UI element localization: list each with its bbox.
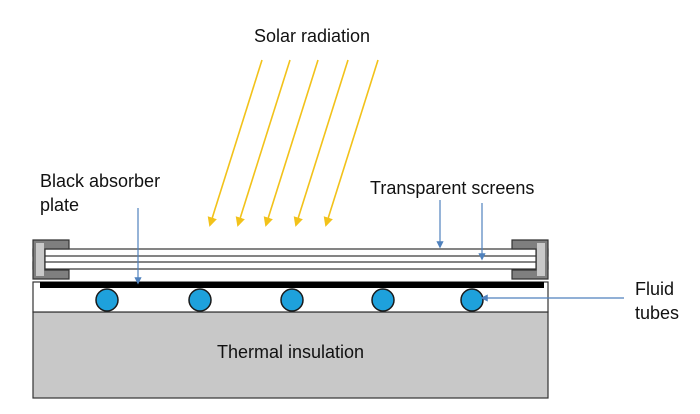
solar-ray — [263, 59, 319, 227]
fluid-tube — [95, 288, 119, 312]
black-absorber-plate — [40, 282, 544, 288]
black-absorber-label-line2: plate — [40, 195, 80, 215]
black-absorber-label-line1: Black absorber — [40, 171, 161, 191]
fluid-tube — [460, 288, 484, 312]
frame-left — [32, 239, 70, 280]
glass-screen-top — [32, 248, 549, 257]
fluid-tubes-label-line2: tubes — [635, 303, 680, 323]
fluid-tube — [280, 288, 304, 312]
solar-rays — [207, 59, 379, 227]
thermal-insulation-block — [32, 311, 549, 399]
solar-ray — [207, 59, 263, 227]
solar-ray — [323, 59, 379, 227]
fluid-tubes — [95, 288, 484, 312]
solar-ray — [293, 59, 349, 227]
solar-radiation-label: Solar radiation — [254, 26, 371, 46]
thermal-insulation-label: Thermal insulation — [217, 342, 365, 362]
glass-screen-bottom — [32, 261, 549, 270]
fluid-tube — [371, 288, 395, 312]
solar-ray — [235, 59, 291, 227]
fluid-tube — [188, 288, 212, 312]
transparent-screens-label: Transparent screens — [370, 178, 535, 198]
fluid-tubes-label-line1: Fluid — [635, 279, 675, 299]
frame-right — [511, 239, 549, 280]
